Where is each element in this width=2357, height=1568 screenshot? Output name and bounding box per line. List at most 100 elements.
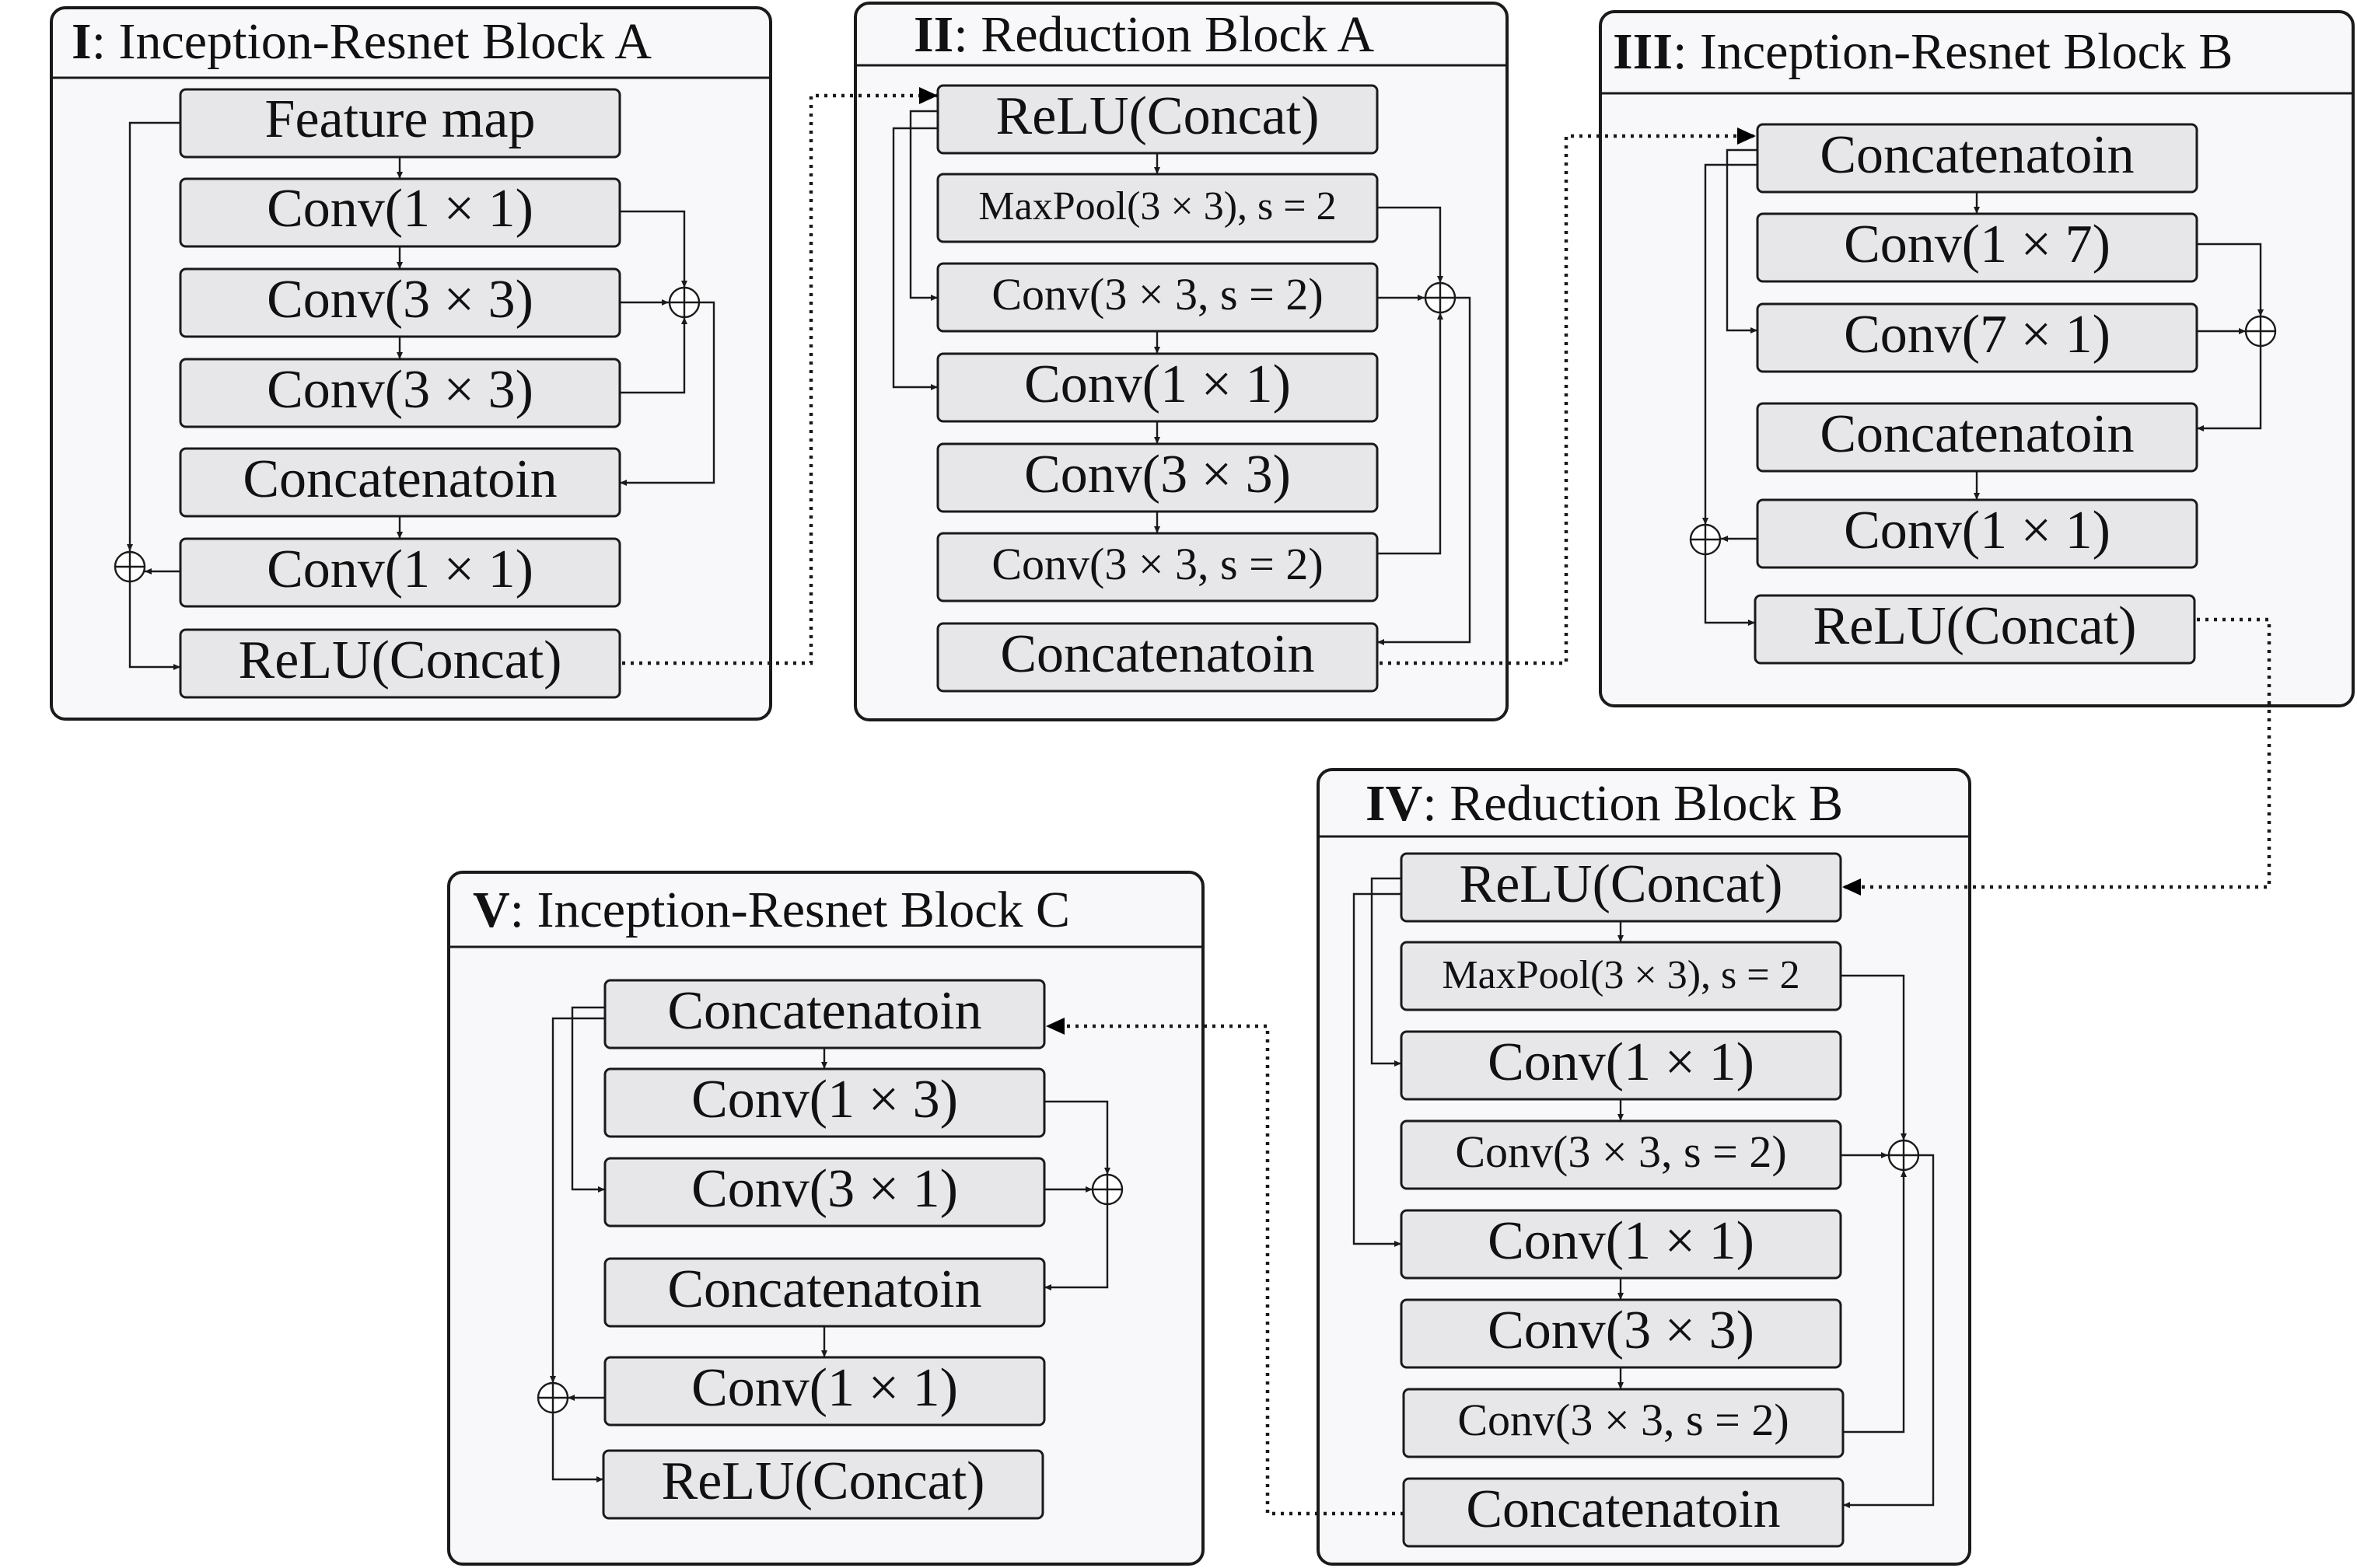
node-ii-conv-3x3-s2-b-label: Conv(3 × 3, s = 2) [991,539,1323,589]
node-v-concatenation-a: Concatenatoin [603,979,1046,1049]
node-ii-conv-1x1: Conv(1 × 1) [936,352,1379,423]
panel-iii-numeral: III [1613,23,1673,80]
panel-iii-edges [1702,148,2264,626]
node-iii-relu-concat: ReLU(Concat) [1754,594,2196,665]
panel-v: V: Inception-Resnet Block C Concatenatoi… [447,871,1205,1566]
node-v-concatenation-a-label: Concatenatoin [667,981,981,1041]
node-iv-maxpool: MaxPool(3 × 3), s = 2 [1400,941,1842,1011]
node-i-conv-3x3-a: Conv(3 × 3) [179,267,621,338]
panel-v-title: V: Inception-Resnet Block C [473,882,1070,938]
node-i-conv-1x1-b-label: Conv(1 × 1) [267,540,533,599]
node-iii-conv-1x1-label: Conv(1 × 1) [1844,501,2110,560]
connector-iii-to-iv [1842,617,2271,896]
node-iv-conv-3x3-s2-a-label: Conv(3 × 3, s = 2) [1455,1126,1786,1177]
node-ii-conv-1x1-label: Conv(1 × 1) [1024,354,1291,414]
panel-iii: III: Inception-Resnet Block B Concatenat… [1599,10,2355,707]
panel-v-numeral: V [473,882,510,938]
panel-i-edges [127,121,715,670]
node-v-relu-concat: ReLU(Concat) [602,1449,1044,1520]
panel-ii: II: Reduction Block A ReLU(Concat) MaxPo… [854,2,1509,721]
panel-ii-add-icon [1424,281,1457,314]
inter-panel-connectors [622,87,2271,1516]
node-v-concatenation-b: Concatenatoin [603,1257,1046,1328]
node-v-conv-1x1: Conv(1 × 1) [603,1356,1046,1427]
panel-v-title-text: : Inception-Resnet Block C [510,882,1070,938]
panel-i-numeral: I [72,13,92,70]
panel-iii-residual-add-icon [1689,523,1722,556]
node-v-concatenation-b-label: Concatenatoin [667,1259,981,1319]
node-v-relu-concat-label: ReLU(Concat) [662,1451,985,1511]
node-i-conv-3x3-b-label: Conv(3 × 3) [267,360,533,420]
node-iii-concatenation-a-label: Concatenatoin [1820,125,2134,185]
panel-ii-edges [892,110,1471,645]
panel-i-residual-add-icon [114,550,146,583]
panel-i: I: Inception-Resnet Block A Feature map … [50,6,772,721]
node-ii-conv-3x3-s2-a-label: Conv(3 × 3, s = 2) [991,269,1323,320]
node-iii-conv-7x1-box [1756,302,2198,373]
node-ii-maxpool: MaxPool(3 × 3), s = 2 [936,173,1379,243]
node-v-conv-1x3: Conv(1 × 3) [603,1067,1046,1138]
node-v-conv-3x1: Conv(3 × 1) [603,1157,1046,1228]
node-iv-conv-1x1-a-label: Conv(1 × 1) [1488,1032,1754,1092]
node-iv-conv-1x1-b: Conv(1 × 1) [1400,1209,1842,1280]
node-i-concatenation-label: Concatenatoin [243,449,557,509]
node-iii-conv-1x7: Conv(1 × 7) [1756,212,2198,283]
node-i-conv-3x3-b: Conv(3 × 3) [179,358,621,428]
panel-iii-title: III: Inception-Resnet Block B [1613,23,2233,80]
panel-ii-numeral: II [914,6,953,63]
node-ii-concatenation-label: Concatenatoin [1000,624,1314,684]
panel-ii-title-text: : Reduction Block A [953,6,1374,63]
node-iii-relu-concat-box [1754,594,2196,665]
node-i-concatenation: Concatenatoin [179,447,621,518]
node-v-conv-1x1-label: Conv(1 × 1) [691,1358,958,1418]
node-i-conv-1x1-a-label: Conv(1 × 1) [267,179,533,239]
node-iv-concatenation-label: Concatenatoin [1466,1479,1780,1539]
node-iii-concatenation-a: Concatenatoin [1756,123,2198,194]
panel-iv-title: IV: Reduction Block B [1366,775,1843,832]
node-iii-concatenation-b-label: Concatenatoin [1820,404,2134,464]
panel-i-title: I: Inception-Resnet Block A [72,13,652,70]
node-iii-conv-7x1-label: Conv(7 × 1) [1844,305,2110,365]
node-ii-conv-3x3-s2-b: Conv(3 × 3, s = 2) [936,532,1379,602]
node-v-conv-3x1-box [603,1157,1046,1228]
node-v-relu-concat-box [602,1449,1044,1520]
node-v-conv-3x1-label: Conv(3 × 1) [691,1159,958,1219]
node-ii-relu-concat-label: ReLU(Concat) [996,86,1320,146]
node-i-relu-concat-box [179,628,621,699]
node-iv-conv-3x3-s2-b: Conv(3 × 3, s = 2) [1402,1388,1845,1458]
panel-i-add-icon [668,286,701,319]
node-iv-conv-3x3-s2-a: Conv(3 × 3, s = 2) [1400,1119,1842,1190]
node-ii-maxpool-label: MaxPool(3 × 3), s = 2 [978,184,1336,229]
connector-i-to-ii [622,87,938,665]
node-iii-relu-concat-label: ReLU(Concat) [1813,596,2137,656]
panel-v-add-icon [1091,1173,1124,1206]
panel-iii-title-text: : Inception-Resnet Block B [1673,23,2233,80]
node-v-conv-1x3-label: Conv(1 × 3) [691,1070,958,1130]
node-iv-conv-1x1-a: Conv(1 × 1) [1400,1030,1842,1101]
panel-ii-title: II: Reduction Block A [914,6,1375,63]
panel-iv-numeral: IV [1366,775,1422,832]
node-iv-conv-3x3-label: Conv(3 × 3) [1488,1301,1754,1360]
panel-v-residual-add-icon [537,1381,569,1414]
node-iv-concatenation: Concatenatoin [1402,1477,1845,1548]
node-iv-conv-1x1-b-label: Conv(1 × 1) [1488,1211,1754,1271]
panel-iv-edges [1352,877,1935,1508]
node-ii-conv-3x3: Conv(3 × 3) [936,442,1379,513]
node-iv-maxpool-label: MaxPool(3 × 3), s = 2 [1442,953,1799,997]
node-iv-conv-3x3-s2-b-label: Conv(3 × 3, s = 2) [1457,1395,1789,1445]
node-iii-conv-7x1: Conv(7 × 1) [1756,302,2198,373]
node-ii-conv-3x3-label: Conv(3 × 3) [1024,445,1291,505]
node-i-conv-1x1-b: Conv(1 × 1) [179,537,621,608]
node-iii-concatenation-b: Concatenatoin [1756,402,2198,473]
panel-iv-add-icon [1887,1139,1920,1172]
node-i-conv-1x1-a: Conv(1 × 1) [179,177,621,248]
panel-iii-add-icon [2244,315,2277,347]
node-i-feature-map: Feature map [179,88,621,159]
node-iv-conv-3x3-s2-b-box [1402,1388,1845,1458]
node-i-feature-map-label: Feature map [265,89,536,149]
node-iv-relu-concat-label: ReLU(Concat) [1460,854,1783,914]
node-i-relu-concat-label: ReLU(Concat) [239,630,562,690]
panel-v-edges [550,1006,1110,1482]
node-ii-conv-3x3-s2-a: Conv(3 × 3, s = 2) [936,262,1379,333]
